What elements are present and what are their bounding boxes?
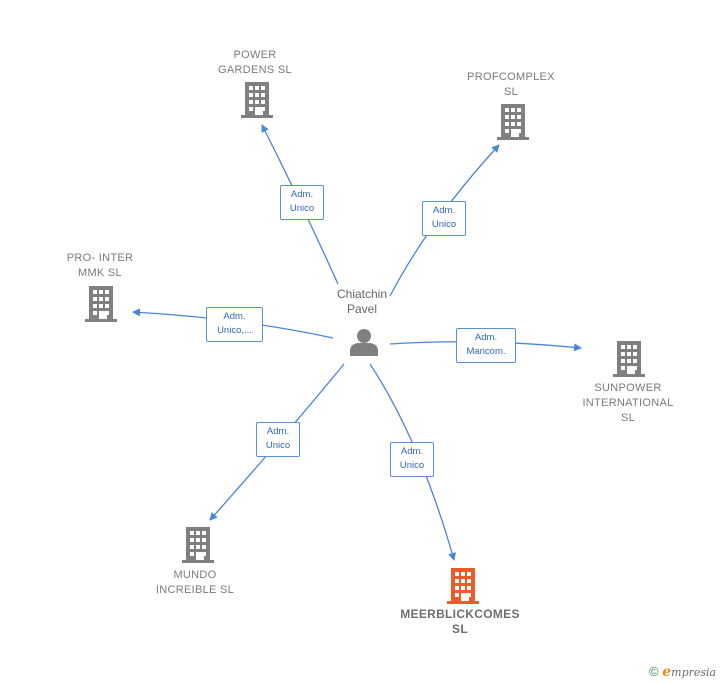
company-name-power-gardens[interactable]: POWER GARDENS SL bbox=[218, 49, 292, 76]
company-name-sunpower-international[interactable]: SUNPOWER INTERNATIONAL SL bbox=[582, 382, 674, 424]
role-box-profcomplex[interactable]: Adm. Unico bbox=[422, 201, 466, 236]
role-box-pro-inter-mmk[interactable]: Adm. Unico,... bbox=[206, 307, 263, 342]
building-icon[interactable] bbox=[497, 104, 529, 140]
company-name-profcomplex[interactable]: PROFCOMPLEX SL bbox=[467, 71, 555, 98]
empresia-logo: empresia bbox=[662, 664, 717, 680]
building-icon[interactable] bbox=[85, 286, 117, 322]
role-box-power-gardens[interactable]: Adm. Unico bbox=[280, 185, 324, 220]
person-icon[interactable] bbox=[349, 327, 379, 357]
building-icon[interactable] bbox=[182, 527, 214, 563]
building-icon[interactable] bbox=[613, 341, 645, 377]
company-name-meerblickcomes[interactable]: MEERBLICKCOMES SL bbox=[400, 607, 520, 636]
company-name-pro-inter-mmk[interactable]: PRO- INTER MMK SL bbox=[66, 252, 134, 279]
role-box-meerblickcomes[interactable]: Adm. Unico bbox=[390, 442, 434, 477]
role-box-sunpower-international[interactable]: Adm. Mancom. bbox=[456, 328, 516, 363]
company-name-mundo-increible[interactable]: MUNDO INCREIBLE SL bbox=[155, 569, 235, 596]
role-box-mundo-increible[interactable]: Adm. Unico bbox=[256, 422, 300, 457]
copyright-icon: © bbox=[649, 664, 659, 679]
person-name[interactable]: Chiatchin Pavel bbox=[336, 287, 388, 316]
building-icon-highlighted[interactable] bbox=[447, 568, 479, 604]
copyright-credit: © empresia bbox=[649, 664, 716, 680]
building-icon[interactable] bbox=[241, 82, 273, 118]
